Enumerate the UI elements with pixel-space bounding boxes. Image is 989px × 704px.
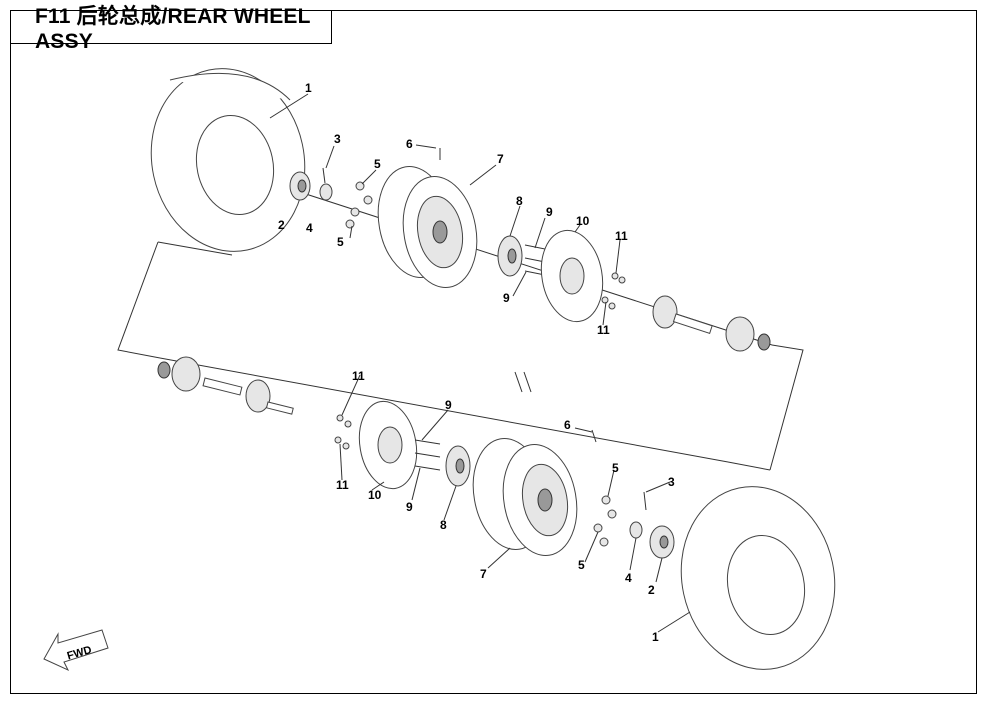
callout-lugnut-top-b: 5 (337, 235, 344, 249)
callout-hubcap-top: 2 (278, 218, 285, 232)
bottom-hub (445, 445, 471, 487)
callout-hubcap-bottom: 2 (648, 583, 655, 597)
bottom-valve (591, 429, 597, 443)
drawing-frame (10, 10, 977, 694)
bottom-disc-screws (334, 414, 352, 450)
callout-nut-bottom: 4 (625, 571, 632, 585)
bottom-brake-disc (358, 400, 418, 490)
callout-tire-top: 1 (305, 81, 312, 95)
callout-lugnut-bottom-b: 5 (578, 558, 585, 572)
callout-bolt-bottom-a: 9 (445, 398, 452, 412)
callout-bolt-top-b: 9 (503, 291, 510, 305)
callout-lugnut-bottom-a: 5 (612, 461, 619, 475)
top-hubcap (289, 171, 311, 201)
callout-screw-bottom-a: 11 (352, 369, 365, 383)
callout-valve-top: 6 (406, 137, 413, 151)
top-axle-nut (319, 183, 333, 201)
callout-bolt-top-a: 9 (546, 205, 553, 219)
callout-screw-top-a: 11 (615, 229, 628, 243)
top-cotter-pin (322, 167, 326, 184)
callout-hub-bottom: 8 (440, 518, 447, 532)
fwd-arrow-icon: FWD (43, 629, 109, 672)
callout-pin-top: 3 (334, 132, 341, 146)
top-lug-nuts (345, 181, 373, 229)
top-drive-shaft (652, 295, 771, 352)
callout-disc-bottom: 10 (368, 488, 382, 502)
callout-screw-bottom-b: 11 (336, 478, 349, 492)
top-brake-disc (540, 229, 604, 323)
callout-tire-bottom: 1 (652, 630, 659, 644)
callout-nut-top: 4 (306, 221, 313, 235)
callout-valve-bottom: 6 (564, 418, 571, 432)
callout-bolt-bottom-b: 9 (406, 500, 413, 514)
bottom-cotter-pin (643, 491, 647, 511)
callout-labels: 1 2 3 4 5 5 6 7 8 9 9 10 11 11 11 11 10 … (278, 81, 675, 644)
callout-hub-top: 8 (516, 194, 523, 208)
bottom-hub-bolts (414, 439, 441, 471)
top-rim (377, 165, 478, 289)
callout-rim-top: 7 (497, 152, 504, 166)
callout-pin-bottom: 3 (668, 475, 675, 489)
callout-screw-top-b: 11 (597, 323, 610, 337)
bottom-rim (472, 437, 578, 557)
top-hub (497, 235, 523, 277)
bottom-axle-nut (629, 521, 643, 539)
callout-lugnut-top-a: 5 (374, 157, 381, 171)
bottom-lug-nuts (593, 495, 617, 547)
bottom-drive-shaft (157, 356, 294, 415)
top-disc-screws (601, 272, 626, 310)
top-tire (150, 68, 306, 252)
callout-disc-top: 10 (576, 214, 590, 228)
callout-rim-bottom: 7 (480, 567, 487, 581)
diagram-title: F11 后轮总成/REAR WHEEL ASSY (10, 5, 332, 53)
bottom-hubcap (649, 525, 675, 559)
leader-lines (269, 93, 691, 633)
bottom-tire (680, 486, 836, 670)
